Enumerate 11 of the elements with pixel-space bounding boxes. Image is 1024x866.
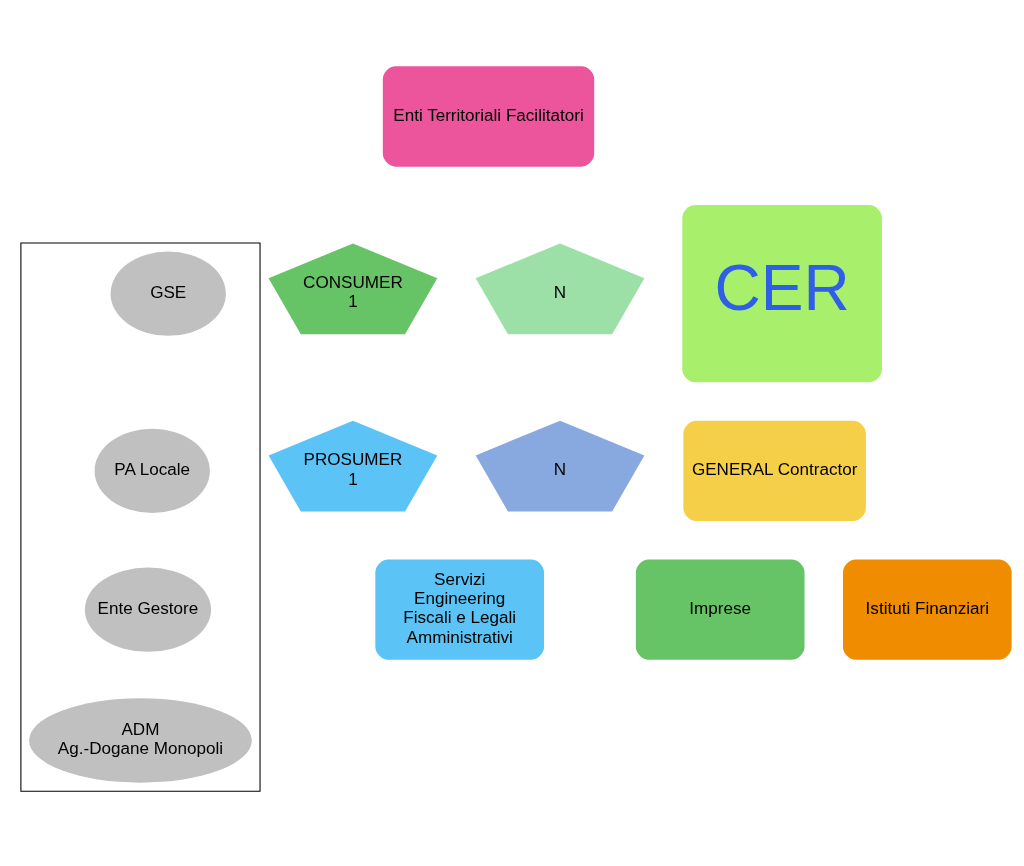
cluster [20, 242, 261, 792]
node-box: GENERAL Contractor [683, 420, 866, 522]
node-box: CER [682, 205, 882, 383]
node-box: Istituti Finanziari [842, 559, 1012, 660]
node-box: Servizi Engineering Fiscali e Legali Amministrativi [375, 559, 545, 660]
node-ellipse: PA Locale [94, 428, 210, 514]
node-ellipse: ADM Ag.-Dogane Monopoli [29, 698, 252, 783]
node-box: Imprese [635, 559, 805, 660]
node-ellipse: GSE [110, 251, 226, 336]
node-ellipse: Ente Gestore [84, 567, 212, 652]
node-box: Enti Territoriali Facilitatori [382, 66, 595, 167]
